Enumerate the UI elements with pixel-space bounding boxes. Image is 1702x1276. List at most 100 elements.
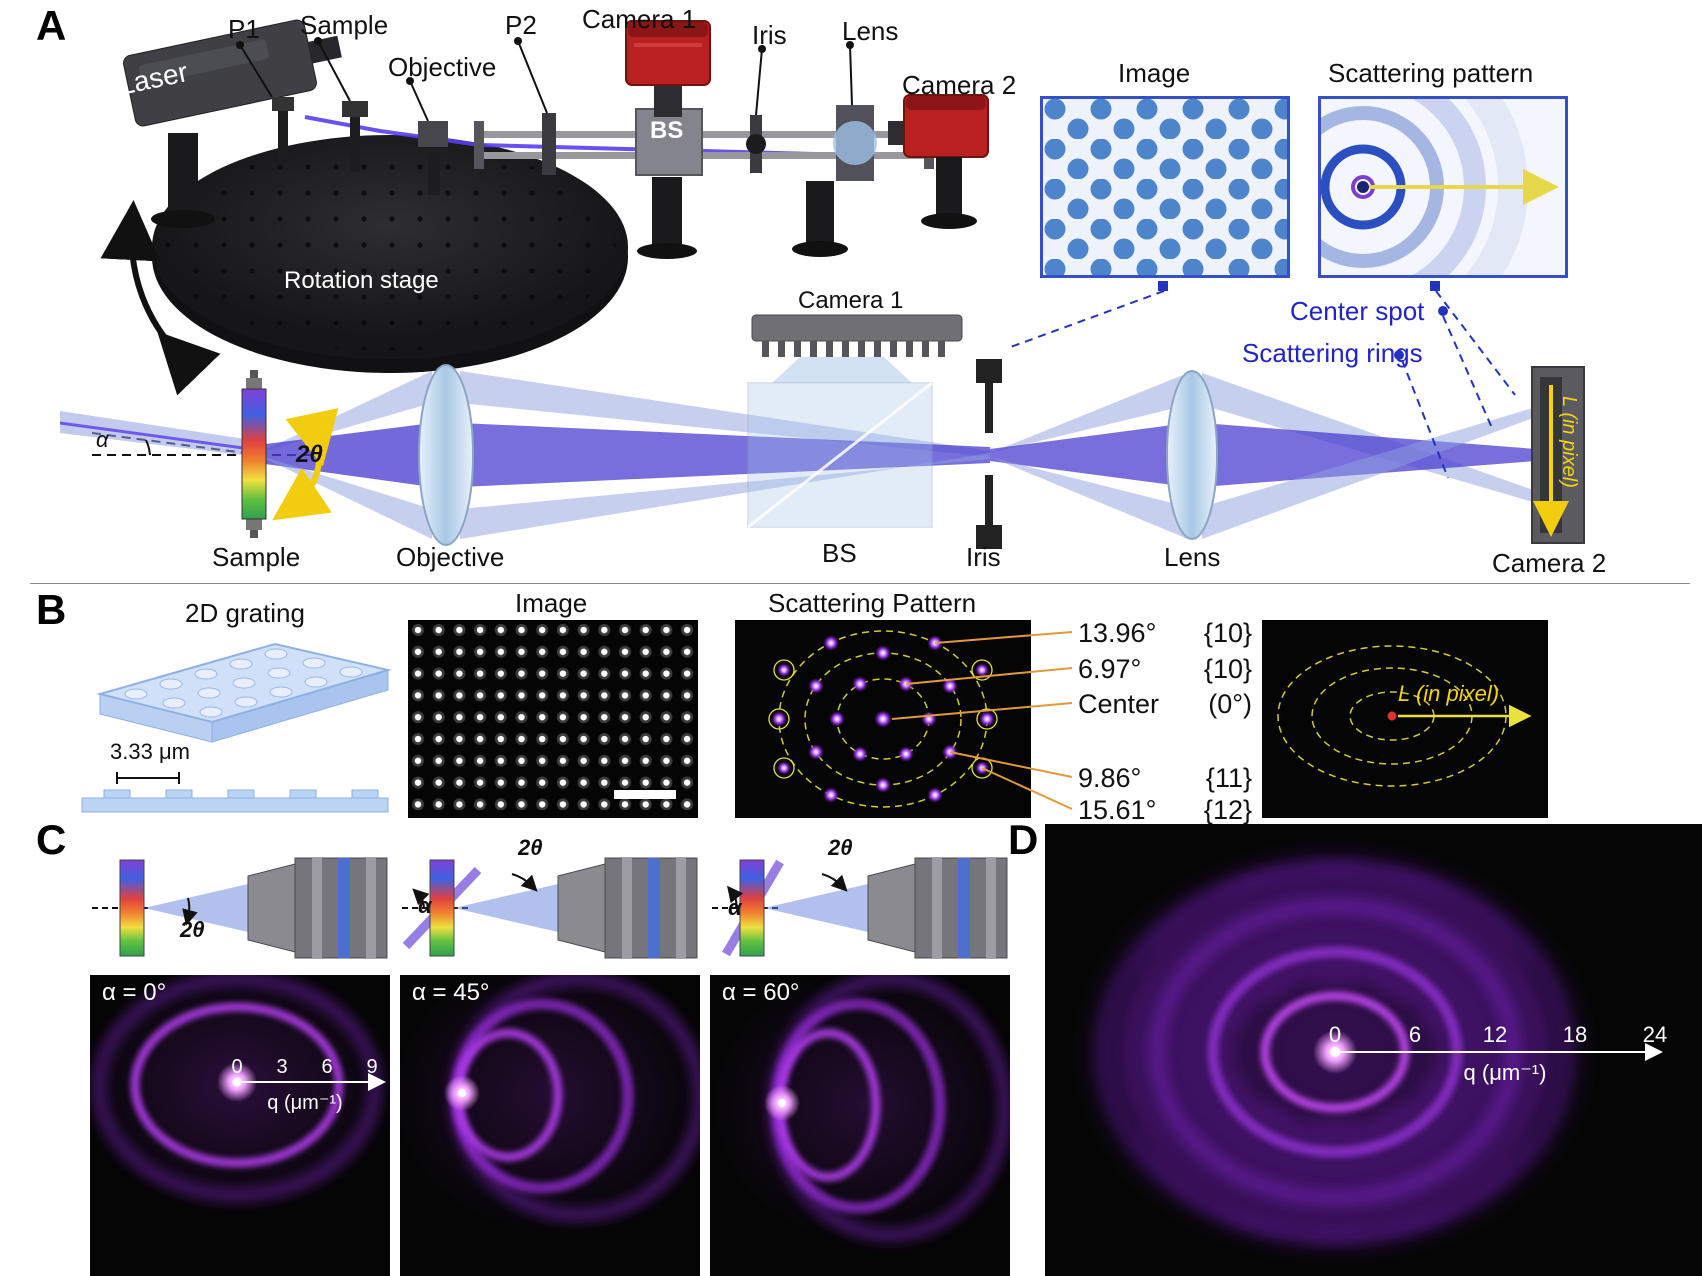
scattering-rings-dot-marker <box>1394 350 1404 360</box>
lens-label-ray: Lens <box>1164 542 1221 572</box>
d-tick: 6 <box>1408 1022 1422 1047</box>
scattering-rings-alpha60 <box>710 965 1020 1245</box>
alpha-label-ray: α <box>96 427 109 452</box>
sample-strip <box>739 859 765 957</box>
sample-label-ray: Sample <box>212 542 301 572</box>
pitch-dimension <box>116 772 180 784</box>
alpha-arc <box>412 888 430 909</box>
colloid-image <box>1043 99 1287 275</box>
annotation-set: {11} <box>1205 763 1252 793</box>
camera2-body <box>888 94 989 229</box>
d-tick: 12 <box>1482 1022 1508 1047</box>
schematic-alpha0 <box>92 857 388 959</box>
grating-title: 2D grating <box>185 598 305 628</box>
annotation-row: 6.97° {10} <box>1078 654 1252 685</box>
sample-strip <box>429 859 455 957</box>
b-calibration-box <box>1262 620 1548 818</box>
inset-image-box <box>1040 96 1290 278</box>
annotation-angle: 6.97° <box>1078 654 1142 684</box>
alpha-arc <box>145 439 151 456</box>
annotation-set: (0°) <box>1208 689 1252 719</box>
two-theta-arc <box>821 873 848 892</box>
lens-mount <box>833 105 877 181</box>
panel-b-label: B <box>36 586 67 633</box>
flower-scattering-pattern <box>1070 837 1663 1267</box>
b-scattering-box <box>735 620 1031 818</box>
c1-tick: 0 <box>231 1056 243 1078</box>
sample-strip <box>241 370 267 538</box>
camera1-drawing <box>751 314 963 357</box>
ray-diagram <box>59 314 1585 549</box>
schematic-alpha60 <box>712 857 1008 959</box>
bs-cube-photo <box>635 108 703 176</box>
leader-lines <box>239 40 853 122</box>
camera1-label-ray: Camera 1 <box>798 287 904 314</box>
b-image-box <box>408 620 698 818</box>
tube-lens <box>1166 370 1218 540</box>
l-pixel-label-b: L (in pixel) <box>1398 681 1500 706</box>
grating-image <box>410 624 696 810</box>
rotation-stage-label: Rotation stage <box>284 267 439 294</box>
annotation-angle: Center <box>1078 689 1160 719</box>
c-image-alpha0 <box>82 962 392 1276</box>
scattering-connector-square <box>1430 281 1440 291</box>
alpha-label-c3: α <box>728 895 742 920</box>
objective-barrel <box>557 857 698 959</box>
annotation-row: Center (0°) <box>1078 689 1252 720</box>
two-theta-arc <box>511 873 538 892</box>
scattered-beam-center <box>258 423 432 487</box>
camera2-label-ray: Camera 2 <box>1492 548 1607 578</box>
p2-plate <box>542 113 556 175</box>
panel-d-label: D <box>1008 816 1039 863</box>
setup-photo-illustration <box>100 19 989 395</box>
d-tick: 18 <box>1562 1022 1588 1047</box>
objective-barrel <box>867 857 1008 959</box>
scattering-rings-alpha0 <box>82 962 392 1212</box>
center-spot-dot <box>1357 181 1369 193</box>
two-theta-label-c3: 2θ <box>828 835 853 860</box>
objective-label-ray: Objective <box>396 542 505 572</box>
annotation-angle: 15.61° <box>1078 795 1157 825</box>
center-red-dot <box>1387 711 1397 721</box>
bs-label-ray: BS <box>822 538 857 568</box>
rail-posts <box>637 177 848 259</box>
objective-label-photo: Objective <box>388 52 497 82</box>
objective-barrel <box>247 857 388 959</box>
alpha60-title: α = 60° <box>722 979 800 1006</box>
annotation-row: 13.96° {10} <box>1078 618 1252 649</box>
laser-body <box>122 19 342 228</box>
collection-cone <box>764 884 868 932</box>
annotation-angle: 9.86° <box>1078 763 1142 793</box>
scattering-rings-alpha45 <box>390 955 710 1235</box>
scale-bar <box>614 790 676 799</box>
iris-blades <box>976 359 1002 549</box>
b-image-title: Image <box>515 588 588 618</box>
beam-to-camera1 <box>772 357 912 383</box>
d-tick: 0 <box>1328 1022 1342 1047</box>
alpha-label-c2: α <box>418 893 432 918</box>
image-connector-square <box>1158 281 1168 291</box>
center-spot-label: Center spot <box>1290 296 1425 326</box>
rotation-arrow <box>100 200 221 395</box>
grating-profile-drawing <box>81 772 389 813</box>
collection-cone <box>144 884 248 932</box>
center-spot <box>778 1099 786 1107</box>
c1-tick: 9 <box>366 1056 378 1078</box>
panel-a-label: A <box>36 2 67 49</box>
bs-label-photo: BS <box>650 117 684 144</box>
iris-label-photo: Iris <box>752 20 787 50</box>
annotation-row: 15.61° {12} <box>1078 795 1252 826</box>
annotation-angle: 13.96° <box>1078 618 1157 648</box>
two-theta-label-c2: 2θ <box>518 835 543 860</box>
l-pixel-label-ray: L (in pixel) <box>1558 396 1580 488</box>
calibration-rings <box>1277 645 1532 787</box>
schematic-alpha45 <box>402 857 698 959</box>
p2-label: P2 <box>505 10 537 40</box>
alpha45-title: α = 45° <box>412 979 490 1006</box>
inset-scattering-title: Scattering pattern <box>1328 58 1534 88</box>
inset-scattering-box <box>1318 96 1568 278</box>
alpha0-title: α = 0° <box>102 979 167 1006</box>
c1-tick: 6 <box>321 1056 333 1078</box>
annotation-row: 9.86° {11} <box>1078 763 1252 794</box>
